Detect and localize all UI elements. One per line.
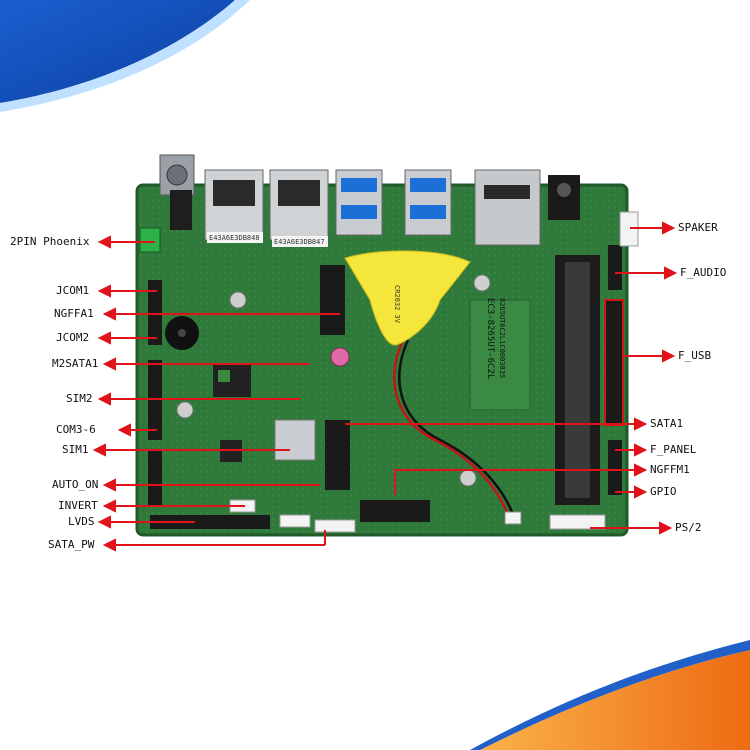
lan2-mac-text: E43A6E3DB847 [274,238,325,246]
board-serial-text: 8265UT6C2L1C0003035 [498,298,506,378]
label-2pin-phoenix: 2PIN Phoenix [10,235,90,248]
label-jcom2: JCOM2 [56,331,90,344]
label-lvds: LVDS [68,515,95,528]
label-m2sata1: M2SATA1 [52,357,99,370]
label-gpio: GPIO [650,485,677,498]
label-sim2: SIM2 [66,392,93,405]
label-com3-6: COM3-6 [56,423,96,436]
label-speaker: SPAKER [678,221,718,234]
label-sata1: SATA1 [650,417,684,430]
label-sata-pw: SATA_PW [48,538,95,551]
callout-arrows [92,221,678,552]
corner-decoration-top-left [0,0,250,112]
motherboard [135,154,639,537]
label-ngffa1: NGFFA1 [54,307,94,320]
label-sim1: SIM1 [62,443,89,456]
corner-decoration-bottom-right [470,640,750,750]
label-auto-on: AUTO_ON [52,478,99,491]
label-f-panel: F_PANEL [650,443,697,456]
label-jcom1: JCOM1 [56,284,90,297]
lan1-mac-text: E43A6E3DB848 [209,234,260,242]
board-model-text: EC3-8265UT-6C2L [485,298,495,379]
label-ps2: PS/2 [675,521,702,534]
label-invert: INVERT [58,499,98,512]
label-f-audio: F_AUDIO [680,266,727,279]
label-ngffm1: NGFFM1 [650,463,690,476]
label-f-usb: F_USB [678,349,712,362]
battery-text: CR2032 3V [393,285,401,324]
